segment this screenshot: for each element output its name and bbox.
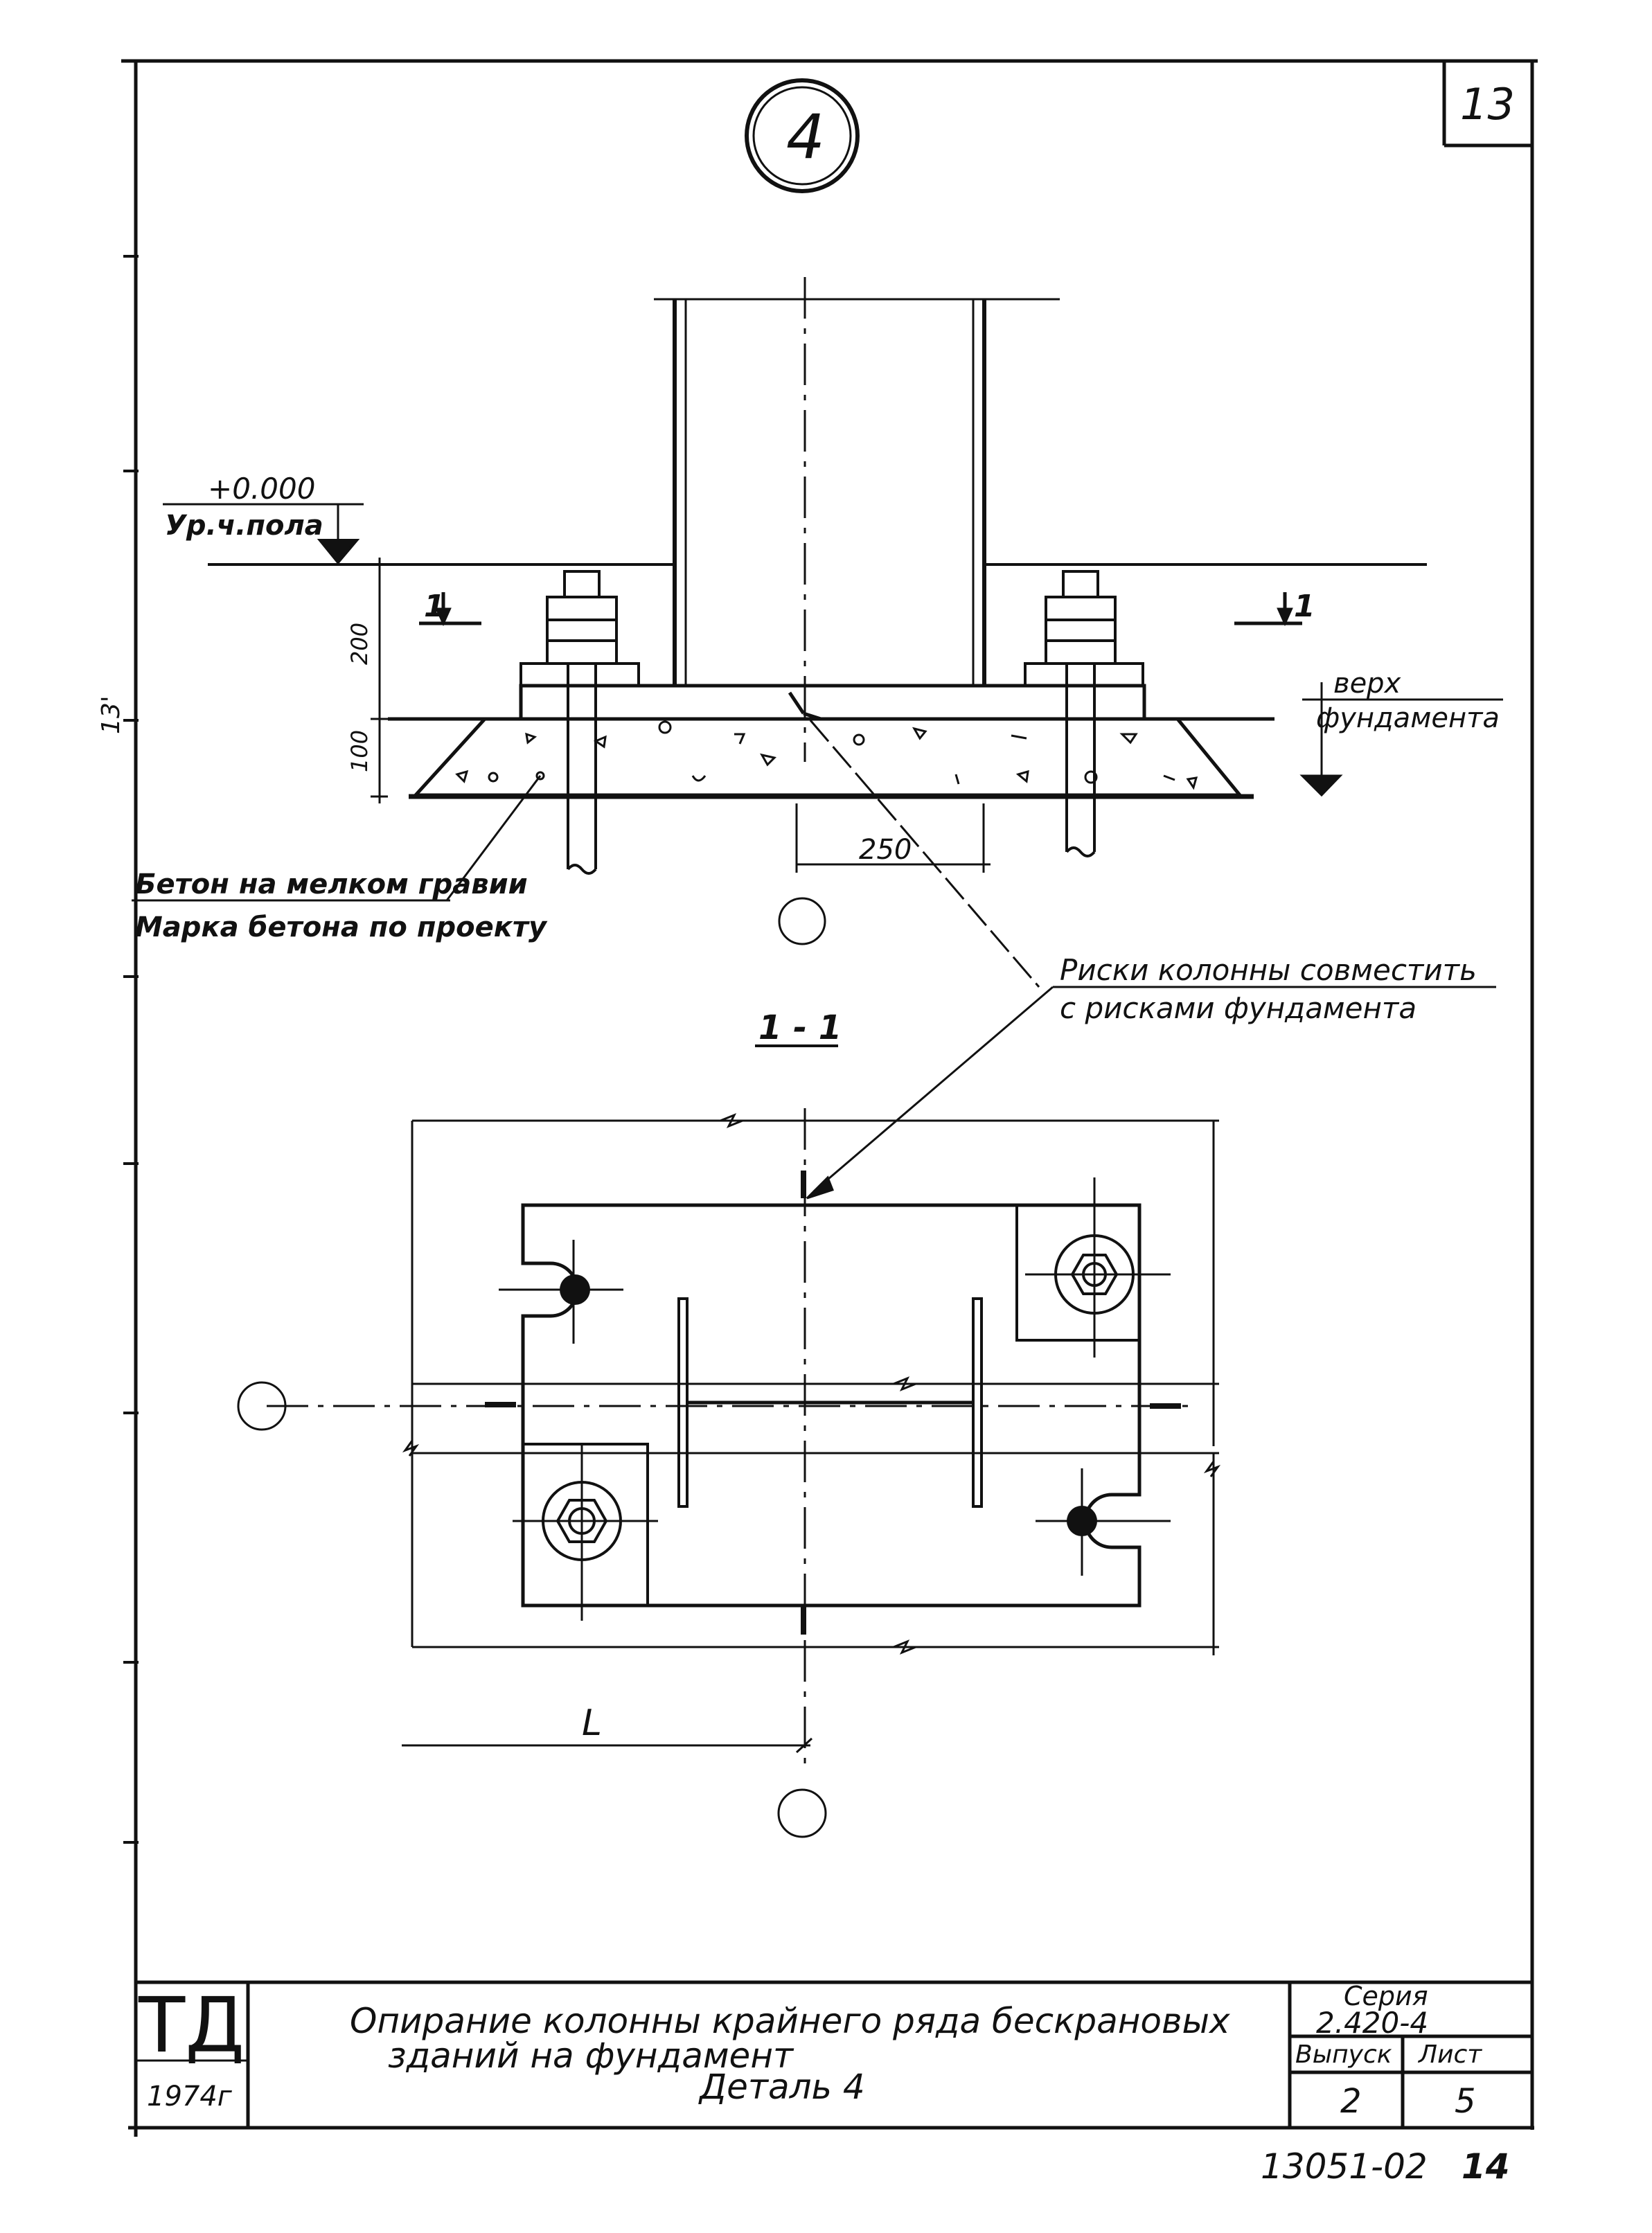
concrete-note-line1: Бетон на мелком гравии [135,869,528,900]
plan-view: 1 - 1 [237,1008,1221,1838]
sheet-frame [121,59,1538,2137]
issue-label: Выпуск [1295,2040,1392,2069]
footer-code: 13051-02 [1261,2146,1428,2187]
section-mark-right: 1 [1294,589,1315,624]
series-label: Серия [1344,1981,1428,2011]
dim-200: 200 [346,623,373,665]
plan-axes [267,1108,1191,1773]
concrete-note-line2: Марка бетона по проекту [135,911,548,943]
section-title: 1 - 1 [758,1008,842,1047]
vertical-dimension [371,558,388,803]
detail-marker: 4 [745,78,860,193]
corner-number-box [1442,61,1532,148]
series-value: 2.420-4 [1316,2006,1428,2040]
elevation-view: +0.000 Ур.ч.пола [132,277,1503,1200]
anchor-nut-bottom-left [542,1481,622,1561]
left-margin-ticks [123,255,139,1844]
axis-bubble-left [237,1381,287,1431]
dim-250: 250 [859,834,912,866]
year: 1974г [147,2081,233,2112]
sheet-value: 5 [1455,2082,1476,2121]
foundation-top-line2: фундамента [1316,702,1500,734]
concrete-pad [409,717,1254,799]
title-block [136,1980,1532,2128]
axis-bubble-top [778,897,826,945]
footer-page: 14 [1462,2146,1510,2187]
anchor-nut-top-right [1054,1234,1135,1315]
align-note-leader [806,720,1496,1200]
washer-plate-top-right [1015,1204,1141,1342]
column-elevation [654,277,1060,762]
right-anchor-bolt [1024,570,1144,857]
concrete-aggregate [455,720,1198,790]
sheet-label: Лист [1417,2040,1482,2069]
dim-L: L [582,1702,602,1744]
column-section [677,1297,983,1508]
logo: ТД [138,1981,245,2070]
section-cut-marks [419,592,1302,627]
title-line3: Деталь 4 [698,2067,865,2107]
washer-plate-bottom-left [522,1443,649,1607]
title-line2: зданий на фундамент [388,2036,794,2076]
level-label: Ур.ч.пола [165,510,323,542]
align-note-line2: с рисками фундамента [1060,991,1416,1025]
issue-value: 2 [1340,2082,1362,2121]
base-plate [388,684,1274,721]
floor-level-line [163,503,1427,566]
foundation-top-line1: верх [1333,668,1401,700]
title-line1: Опирание колонны крайнего ряда бескранов… [350,2001,1230,2041]
concrete-note-leader [132,775,542,902]
dimension-250 [795,803,991,873]
level-mark: +0.000 [208,472,315,506]
foundation-outline [411,1119,1219,1655]
left-anchor-bolt [519,570,640,875]
anchor-bolt-hole-top-left [560,1274,590,1305]
align-note-line1: Риски колонны совместить [1060,953,1477,987]
axis-bubble-bottom [777,1788,827,1838]
base-plate-plan [521,1203,1142,1608]
break-marks [402,1113,1221,1655]
anchor-bolt-hole-bottom-right [1067,1506,1097,1536]
section-mark-left: 1 [424,589,445,624]
corner-number: 13 [1460,79,1515,130]
margin-mark: 13' [97,695,125,734]
foundation-top-mark [1299,682,1503,797]
detail-marker-number: 4 [786,101,825,172]
dimension-L [402,1737,813,1754]
dim-100: 100 [346,730,373,772]
